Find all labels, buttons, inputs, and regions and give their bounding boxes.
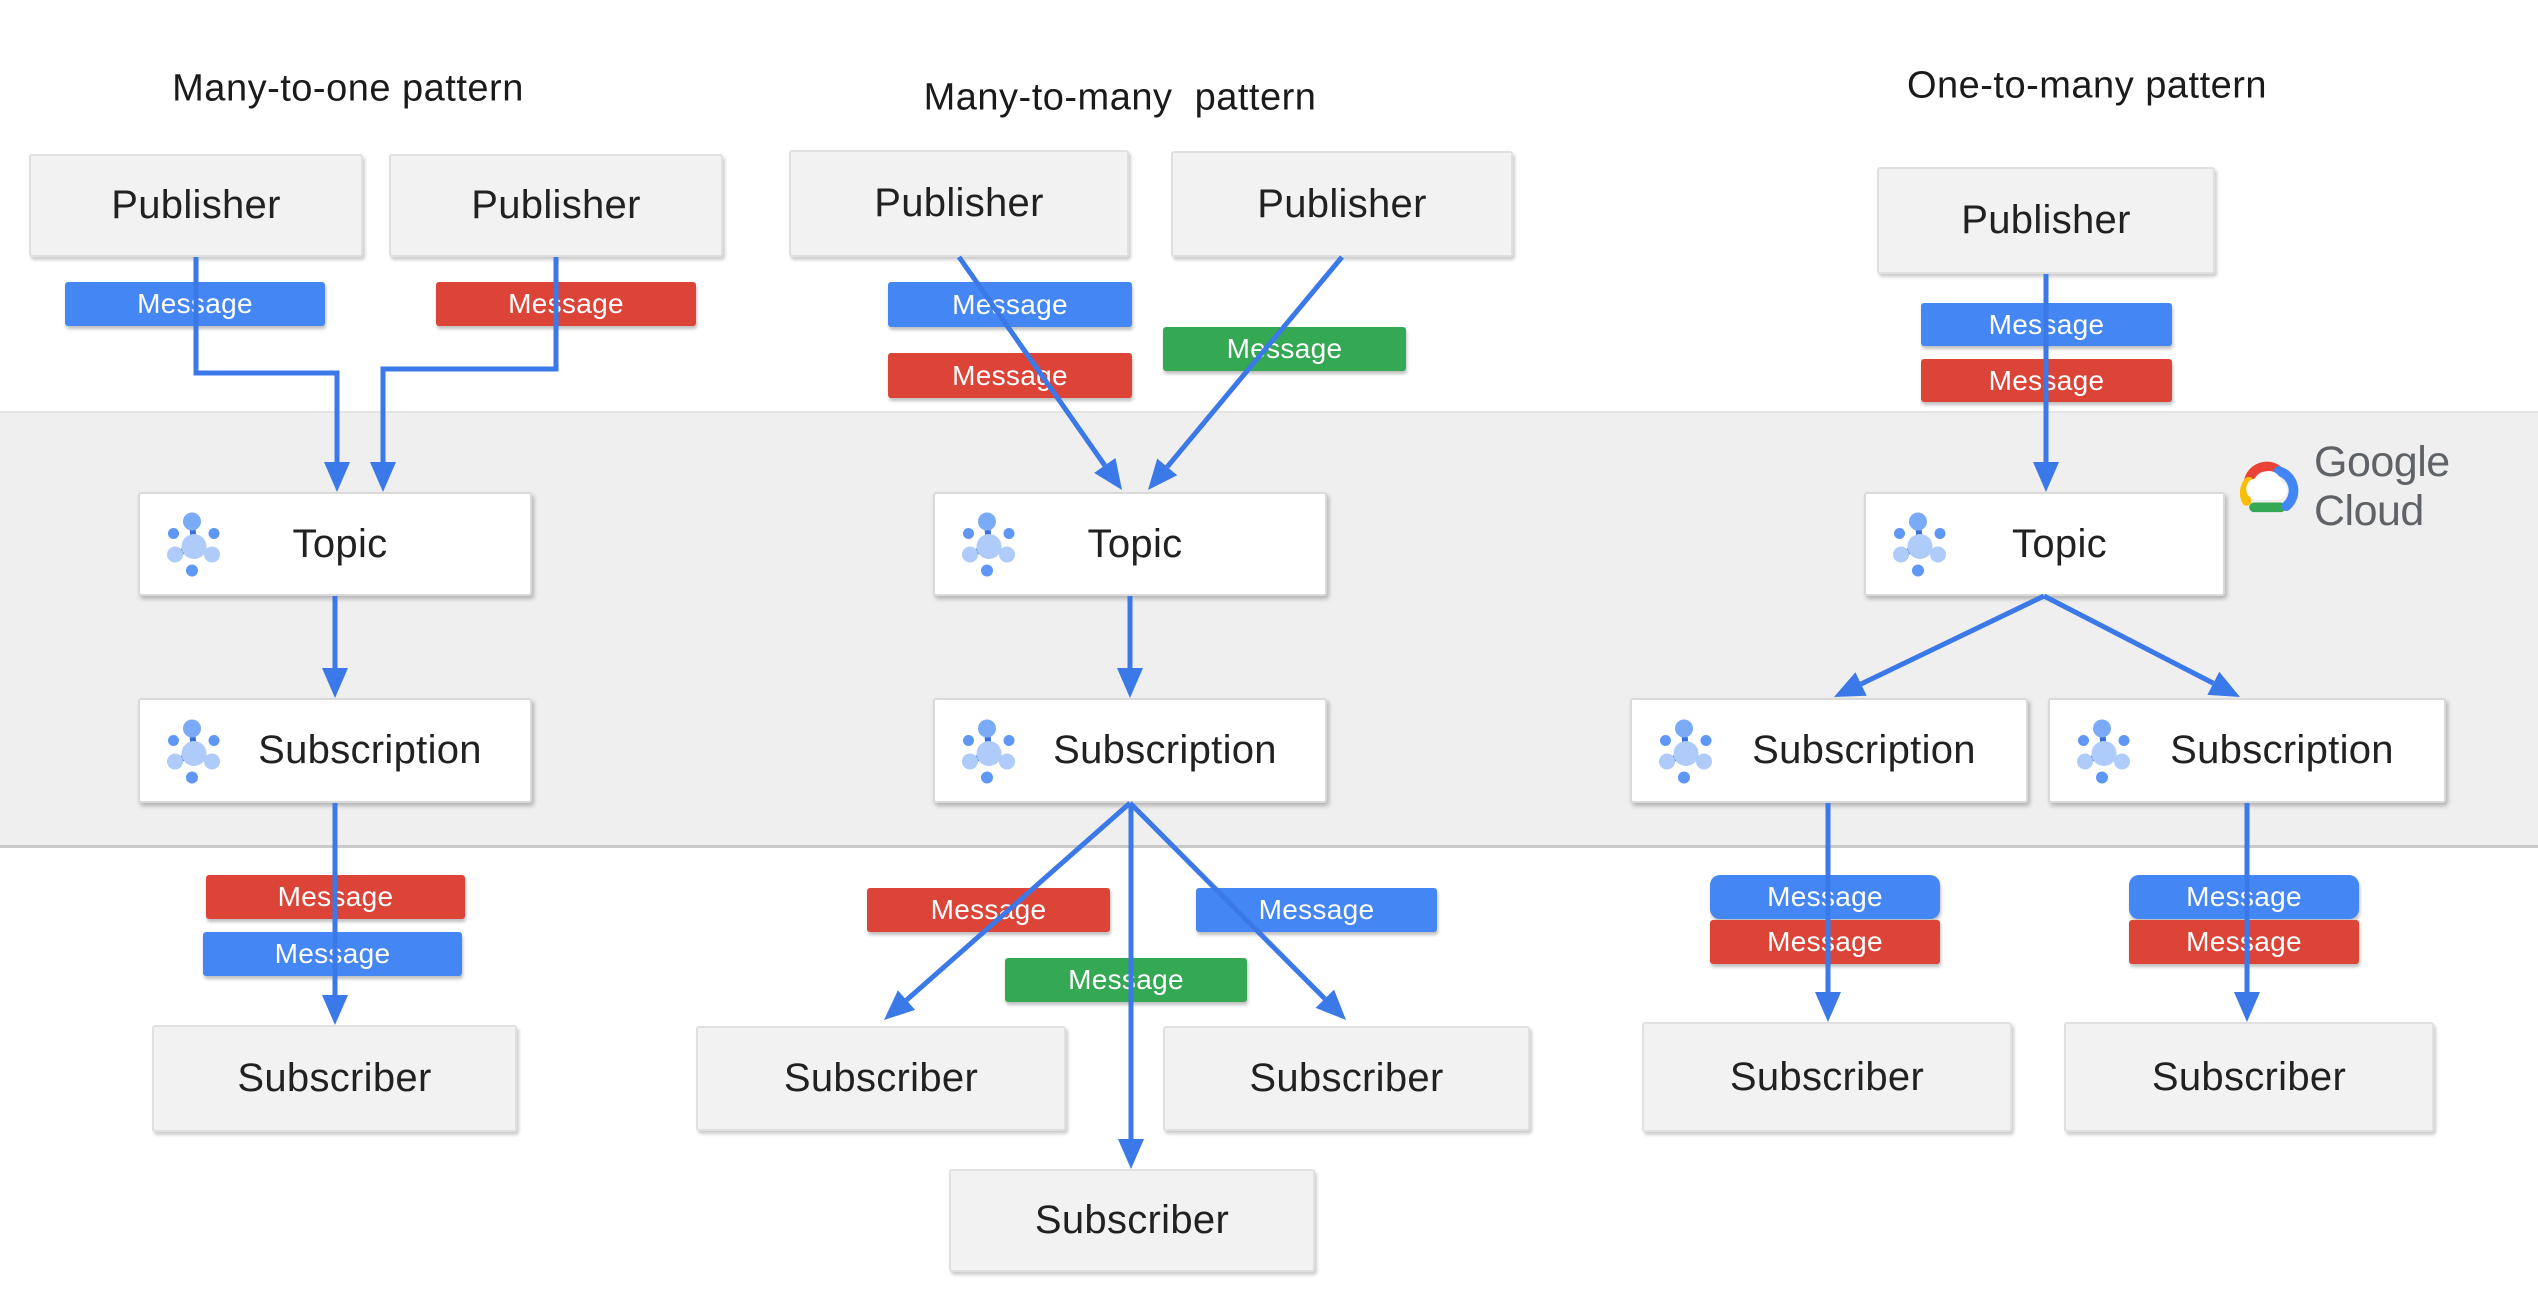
- message-badge-label: Message: [1988, 308, 2105, 340]
- subscription-box: Subscription: [933, 698, 1327, 803]
- message-badge-blue: Message: [1196, 888, 1437, 932]
- google-cloud-icon: [2238, 461, 2300, 513]
- publisher-box: Publisher: [1877, 167, 2215, 274]
- message-badge-green: Message: [1163, 327, 1406, 371]
- subscriber-box: Subscriber: [152, 1025, 517, 1132]
- subscription-label: Subscription: [1053, 728, 1277, 772]
- message-badge-label: Message: [952, 359, 1068, 391]
- message-badge-label: Message: [137, 288, 253, 319]
- message-badge-red: Message: [2129, 920, 2359, 964]
- subscription-box: Subscription: [138, 698, 532, 803]
- message-badge-label: Message: [1767, 926, 1883, 957]
- flow-arrow-head: [1315, 989, 1346, 1020]
- message-badge-red: Message: [1921, 359, 2172, 402]
- message-badge-label: Message: [1226, 333, 1343, 364]
- pattern-title-many-to-many: Many-to-many pattern: [923, 76, 1317, 119]
- subscriber-label: Subscriber: [237, 1056, 432, 1100]
- subscription-box: Subscription: [2048, 698, 2446, 803]
- flow-arrow-head: [322, 995, 348, 1025]
- subscriber-label: Subscriber: [1729, 1054, 1925, 1099]
- subscriber-label: Subscriber: [1249, 1056, 1444, 1100]
- pubsub-topic-icon: [1892, 512, 1948, 577]
- publisher-label: Publisher: [1257, 181, 1427, 226]
- subscriber-box: Subscriber: [949, 1169, 1315, 1272]
- pubsub-subscription-icon: [166, 718, 222, 783]
- subscription-label: Subscription: [1752, 728, 1976, 772]
- publisher-label: Publisher: [874, 181, 1044, 225]
- publisher-label: Publisher: [1961, 198, 2131, 242]
- message-badge-red: Message: [206, 875, 465, 919]
- flow-arrow-head: [884, 990, 916, 1020]
- message-badge-label: Message: [2186, 881, 2302, 912]
- subscriber-box: Subscriber: [2064, 1022, 2434, 1132]
- message-badge-blue: Message: [203, 932, 462, 976]
- message-badge-label: Message: [952, 288, 1068, 320]
- message-badge-label: Message: [1068, 964, 1184, 995]
- message-badge-label: Message: [2186, 926, 2302, 957]
- subscription-box: Subscription: [1630, 698, 2028, 803]
- message-badge-label: Message: [1258, 894, 1375, 925]
- pattern-title-one-to-many: One-to-many pattern: [1906, 64, 2268, 107]
- pubsub-subscription-icon: [1658, 718, 1714, 783]
- pubsub-subscription-icon: [961, 718, 1017, 783]
- message-badge-blue: Message: [888, 282, 1132, 327]
- pubsub-subscription-icon: [2076, 718, 2132, 783]
- google-cloud-logo: Google Cloud: [2238, 438, 2538, 536]
- topic-box: Topic: [1864, 492, 2225, 596]
- subscriber-box: Subscriber: [1642, 1022, 2012, 1132]
- subscriber-label: Subscriber: [1034, 1198, 1230, 1242]
- topic-label: Topic: [292, 521, 388, 566]
- subscriber-label: Subscriber: [2151, 1054, 2347, 1099]
- message-badge-blue: Message: [65, 282, 325, 326]
- flow-arrow-head: [1815, 992, 1841, 1022]
- publisher-box: Publisher: [789, 150, 1129, 257]
- publisher-label: Publisher: [471, 183, 641, 227]
- pubsub-topic-icon: [166, 512, 222, 577]
- publisher-box: Publisher: [29, 154, 363, 257]
- message-badge-blue: Message: [1921, 303, 2172, 346]
- message-badge-red: Message: [436, 282, 696, 326]
- publisher-label: Publisher: [111, 183, 281, 227]
- topic-box: Topic: [933, 492, 1327, 596]
- publisher-box: Publisher: [1171, 151, 1513, 257]
- topic-label: Topic: [1087, 521, 1183, 566]
- message-badge-red: Message: [867, 888, 1110, 932]
- message-badge-label: Message: [1767, 881, 1883, 912]
- publisher-box: Publisher: [389, 154, 723, 257]
- message-badge-label: Message: [1988, 364, 2105, 396]
- message-badge-red: Message: [888, 353, 1132, 398]
- subscription-label: Subscription: [2170, 728, 2394, 772]
- message-badge-label: Message: [930, 894, 1047, 925]
- message-badge-blue: Message: [1710, 875, 1940, 919]
- topic-label: Topic: [2012, 521, 2107, 566]
- topic-box: Topic: [138, 492, 532, 596]
- message-badge-blue: Message: [2129, 875, 2359, 919]
- message-badge-label: Message: [274, 938, 391, 969]
- subscriber-box: Subscriber: [696, 1026, 1066, 1131]
- subscriber-label: Subscriber: [783, 1056, 979, 1100]
- message-badge-green: Message: [1005, 958, 1247, 1002]
- google-cloud-wordmark: Google Cloud: [2314, 438, 2450, 535]
- subscription-label: Subscription: [258, 728, 482, 772]
- flow-arrow-head: [2234, 992, 2260, 1022]
- message-badge-red: Message: [1710, 920, 1940, 964]
- subscriber-box: Subscriber: [1163, 1026, 1530, 1131]
- pattern-title-many-to-one: Many-to-one pattern: [172, 67, 524, 110]
- pubsub-topic-icon: [961, 512, 1017, 577]
- message-badge-label: Message: [277, 881, 394, 912]
- flow-arrow-head: [1118, 1139, 1144, 1169]
- message-badge-label: Message: [508, 288, 624, 319]
